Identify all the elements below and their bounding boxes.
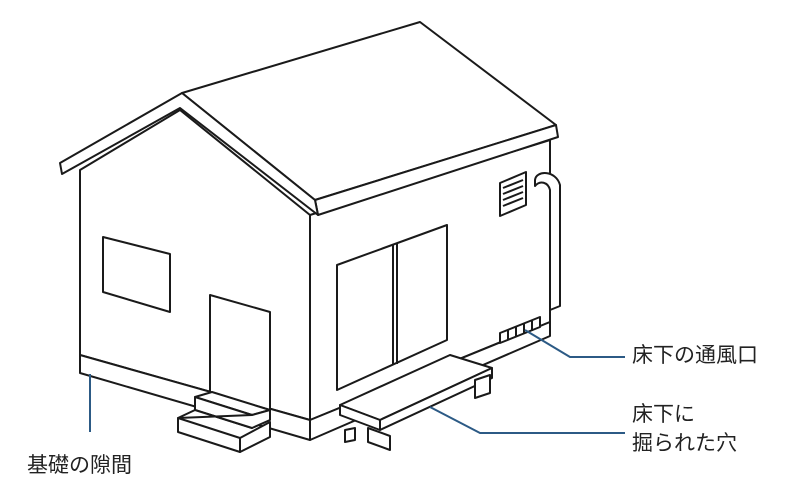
- steps: [177, 391, 271, 453]
- wall-vent: [499, 171, 527, 217]
- label-hole-line2: 掘られた穴: [632, 431, 737, 455]
- label-foundation-gap: 基礎の隙間: [27, 453, 132, 477]
- leader-hole: [429, 406, 625, 434]
- downpipe: [534, 172, 561, 311]
- door: [209, 294, 271, 411]
- underfloor-vent: [499, 316, 541, 344]
- leader-vent: [524, 329, 625, 358]
- roof-gable-edge: [59, 92, 319, 216]
- label-hole-line1: 床下に: [632, 402, 695, 426]
- window: [102, 236, 171, 313]
- label-underfloor-vent: 床下の通風口: [632, 343, 758, 367]
- deck: [339, 354, 493, 451]
- leader-lines: [89, 329, 625, 434]
